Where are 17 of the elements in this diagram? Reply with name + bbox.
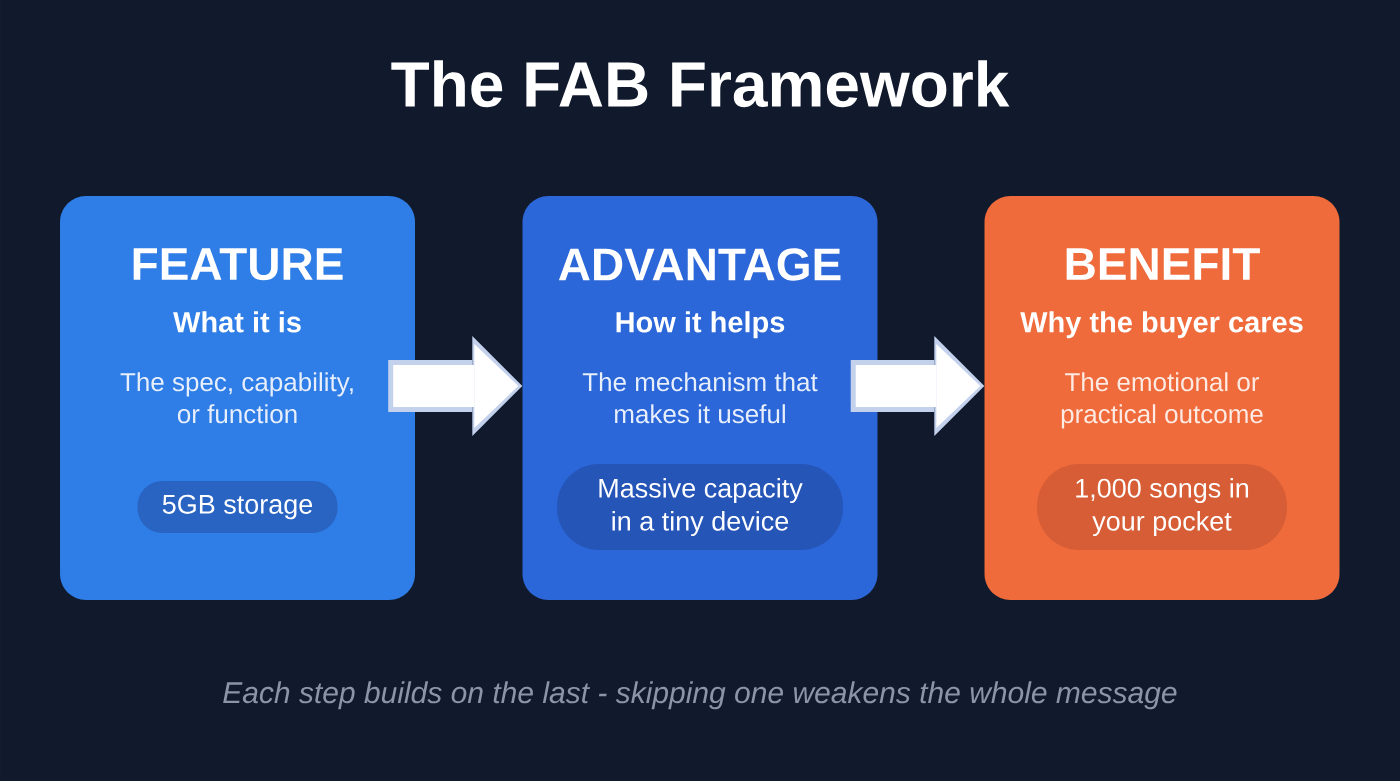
card-title: FEATURE (133, 248, 343, 281)
caption: Each step builds on the last - skipping one weakens the whole message (223, 681, 1177, 710)
card-subtitle: What it is (173, 311, 301, 333)
title: The FAB Framework (391, 60, 1010, 108)
card-description: The spec, capability, or function (120, 372, 353, 424)
card-title: BENEFIT (1066, 248, 1260, 280)
example-pill: Massive capacity in a tiny device (557, 464, 843, 550)
card-title: ADVANTAGE (558, 248, 841, 281)
card-subtitle: Why the buyer cares (1020, 311, 1303, 339)
arrow (850, 336, 985, 436)
card-description: The mechanism that makes it useful (582, 372, 818, 424)
card-subtitle: How it helps (616, 311, 785, 339)
example-pill: 5GB storage (137, 481, 338, 533)
card-description: The emotional or practical outcome (1061, 372, 1263, 429)
arrow (388, 336, 523, 436)
example-pill: 1,000 songs in your pocket (1037, 464, 1287, 550)
card (60, 196, 415, 600)
